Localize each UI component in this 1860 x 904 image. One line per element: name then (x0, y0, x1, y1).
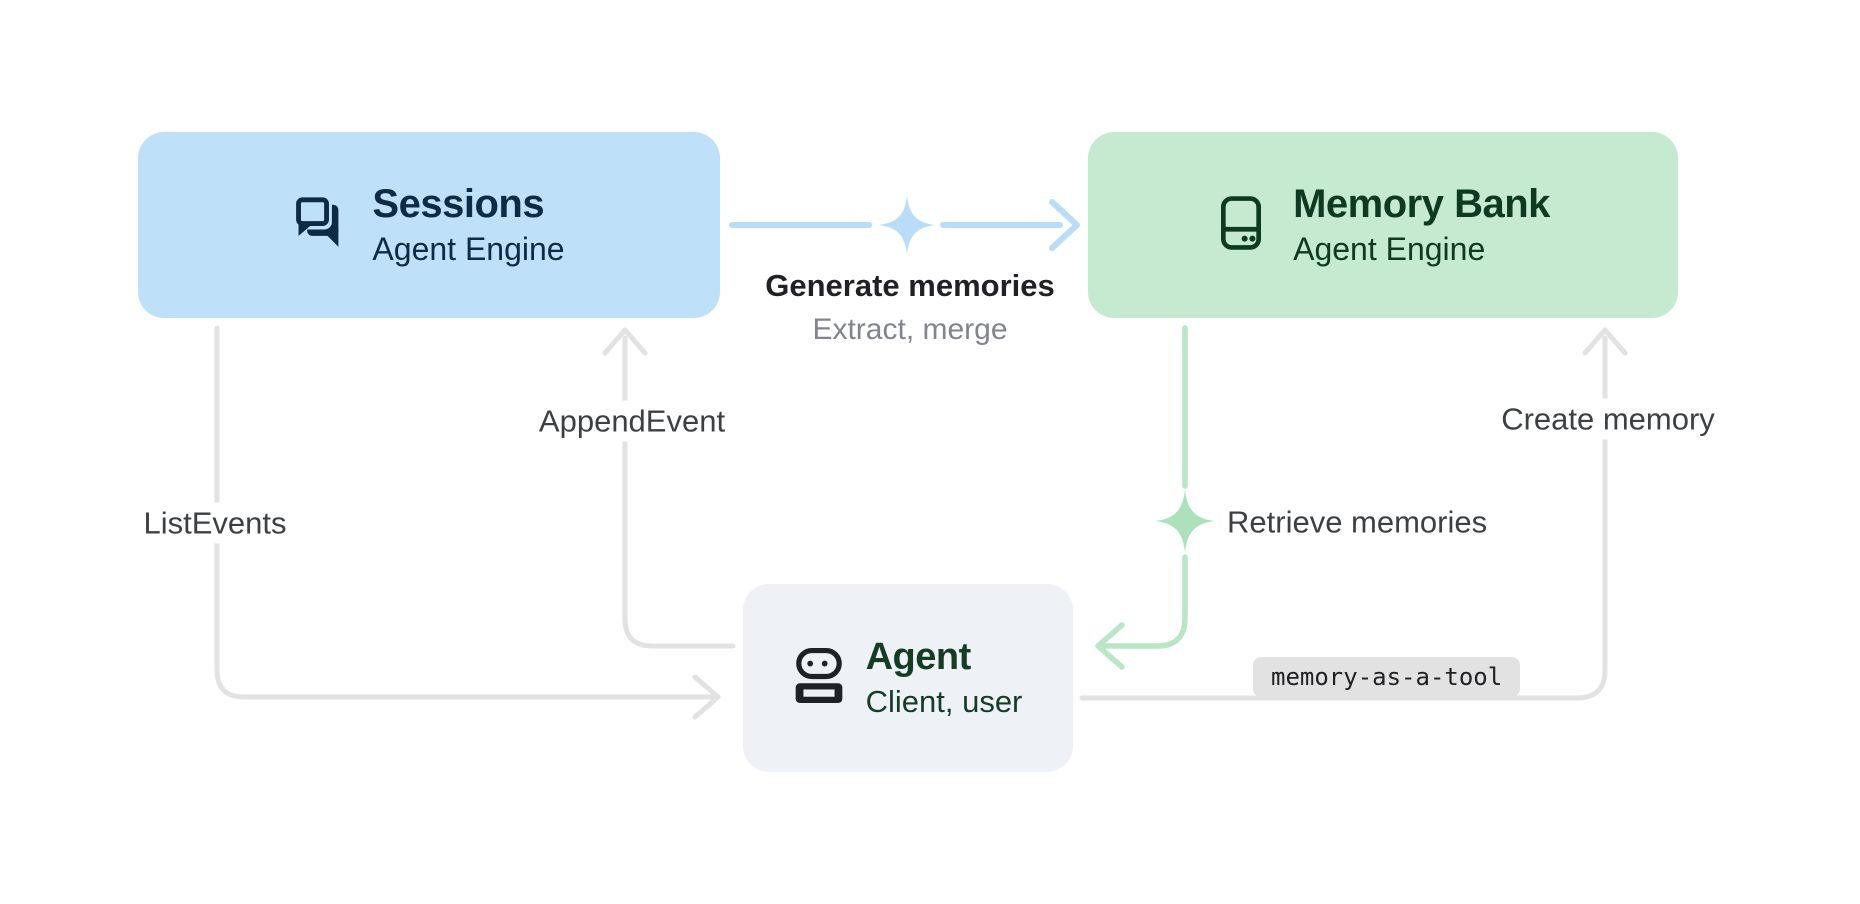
arrowhead-left-icon (1095, 622, 1125, 670)
arrowhead-right-icon (692, 674, 721, 720)
list-events-label: ListEvents (133, 502, 297, 544)
generate-memories-caption: Generate memories Extract, merge (765, 268, 1054, 347)
memory-bank-subtitle: Agent Engine (1293, 231, 1486, 268)
sessions-subtitle: Agent Engine (372, 231, 565, 268)
agent-subtitle: Client, user (865, 683, 1023, 719)
arrow-sessions-to-memory-bank (729, 195, 1080, 255)
arrowhead-right-icon (1049, 199, 1080, 251)
arrow-create-memory (1079, 327, 1628, 701)
arrow-list-events (214, 325, 721, 720)
storage-icon (1216, 195, 1266, 255)
arrow-retrieve-memories (1095, 325, 1215, 670)
agent-title: Agent (865, 636, 972, 679)
sparkle-icon-blue (878, 195, 936, 255)
sparkle-icon-green (1155, 489, 1215, 553)
arrow-append-event (602, 327, 736, 649)
sessions-node: Sessions Agent Engine (138, 132, 720, 318)
extract-merge-sublabel: Extract, merge (812, 312, 1008, 346)
create-memory-label: Create memory (1491, 398, 1725, 440)
sessions-title: Sessions (372, 182, 545, 227)
append-event-label: AppendEvent (528, 400, 736, 442)
generate-memories-label: Generate memories (765, 268, 1055, 303)
forum-chat-icon (293, 194, 345, 256)
robot-icon (794, 647, 844, 709)
arrowhead-up-icon (1582, 327, 1628, 356)
memory-bank-node: Memory Bank Agent Engine (1088, 132, 1678, 318)
memory-as-a-tool-badge: memory-as-a-tool (1253, 657, 1521, 697)
agent-node: Agent Client, user (743, 584, 1073, 772)
retrieve-memories-label: Retrieve memories (1227, 504, 1488, 540)
arrowhead-up-icon (602, 327, 648, 356)
memory-bank-title: Memory Bank (1293, 182, 1550, 227)
